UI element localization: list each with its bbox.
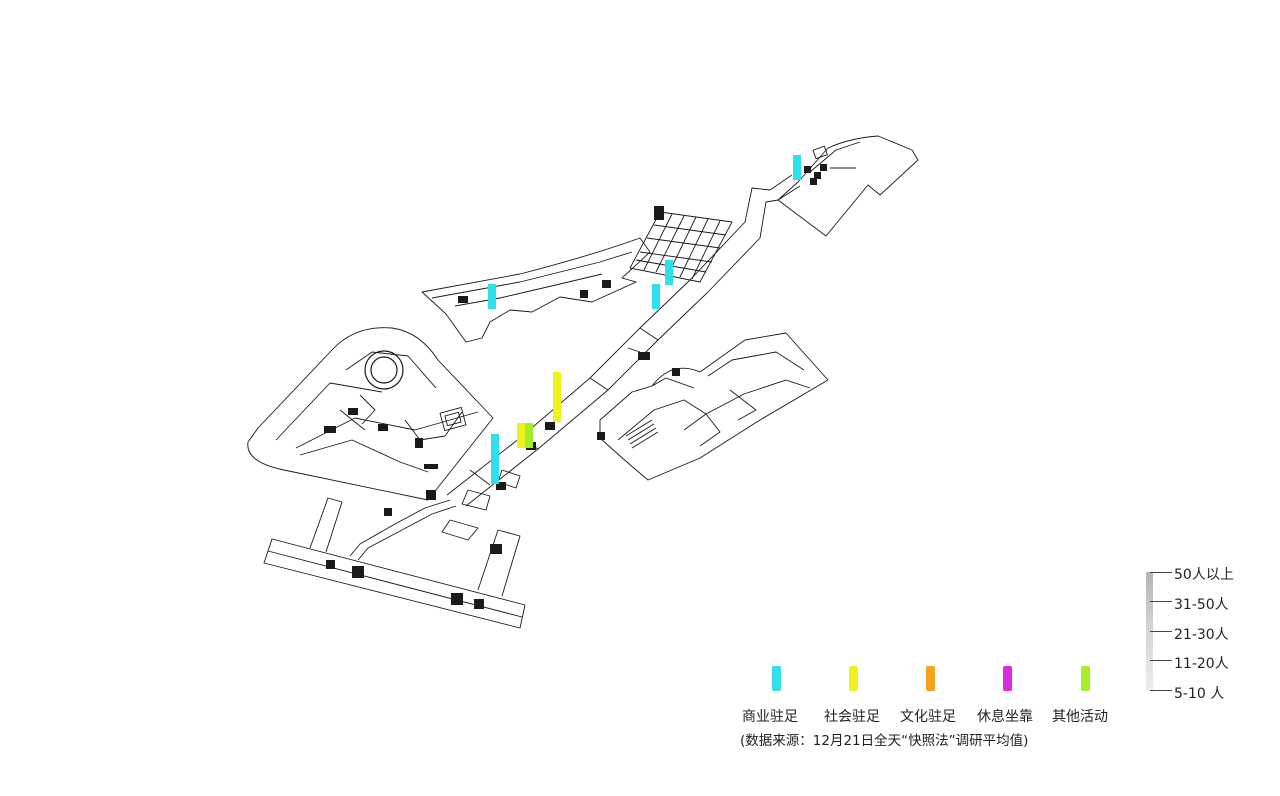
scale-tick	[1150, 572, 1172, 573]
scale-label: 21-30人	[1174, 627, 1229, 643]
scale-tick	[1150, 601, 1172, 602]
top-right-building	[777, 135, 919, 237]
scale-label: 31-50人	[1174, 597, 1229, 613]
entrance-markers	[324, 164, 827, 609]
activity-bar-other	[525, 423, 533, 448]
source-note: (数据来源：12月21日全天“快照法”调研平均值)	[740, 733, 1029, 749]
activity-bar-commercial	[652, 284, 660, 309]
scale-bar	[1146, 572, 1153, 690]
left-building	[247, 327, 494, 501]
scale-tick	[1150, 631, 1172, 632]
activity-bar-commercial	[488, 284, 496, 309]
legend-swatch-rest	[1003, 666, 1012, 691]
activity-bar-commercial	[665, 260, 673, 285]
main-pedestrian-route	[446, 174, 801, 507]
legend-swatch-cultural	[926, 666, 935, 691]
legend-label-other: 其他活动	[1052, 709, 1108, 725]
activity-bars	[488, 155, 801, 484]
legend-label-rest: 休息坐靠	[977, 709, 1033, 725]
scale-label: 5-10 人	[1174, 686, 1225, 702]
upper-left-wing	[421, 237, 651, 343]
grid-plaza	[629, 211, 733, 283]
route-connectors	[461, 469, 521, 511]
roundabout	[364, 350, 404, 390]
legend-label-commercial: 商业驻足	[742, 709, 798, 725]
lower-connector	[309, 497, 521, 597]
activity-bar-commercial	[793, 155, 801, 180]
legend-label-cultural: 文化驻足	[900, 709, 956, 725]
legend-label-social: 社会驻足	[824, 709, 880, 725]
activity-bar-commercial	[491, 434, 499, 484]
legend-swatch-commercial	[772, 666, 781, 691]
scale-label: 11-20人	[1174, 656, 1229, 672]
right-building	[599, 332, 829, 481]
activity-bar-social	[517, 423, 525, 448]
scale-tick	[1150, 660, 1172, 661]
activity-bar-social	[553, 372, 561, 422]
lower-strip-building	[263, 538, 526, 629]
scale-label: 50人以上	[1174, 567, 1234, 583]
legend-swatch-social	[849, 666, 858, 691]
scale-tick	[1150, 690, 1172, 691]
legend-swatch-other	[1081, 666, 1090, 691]
